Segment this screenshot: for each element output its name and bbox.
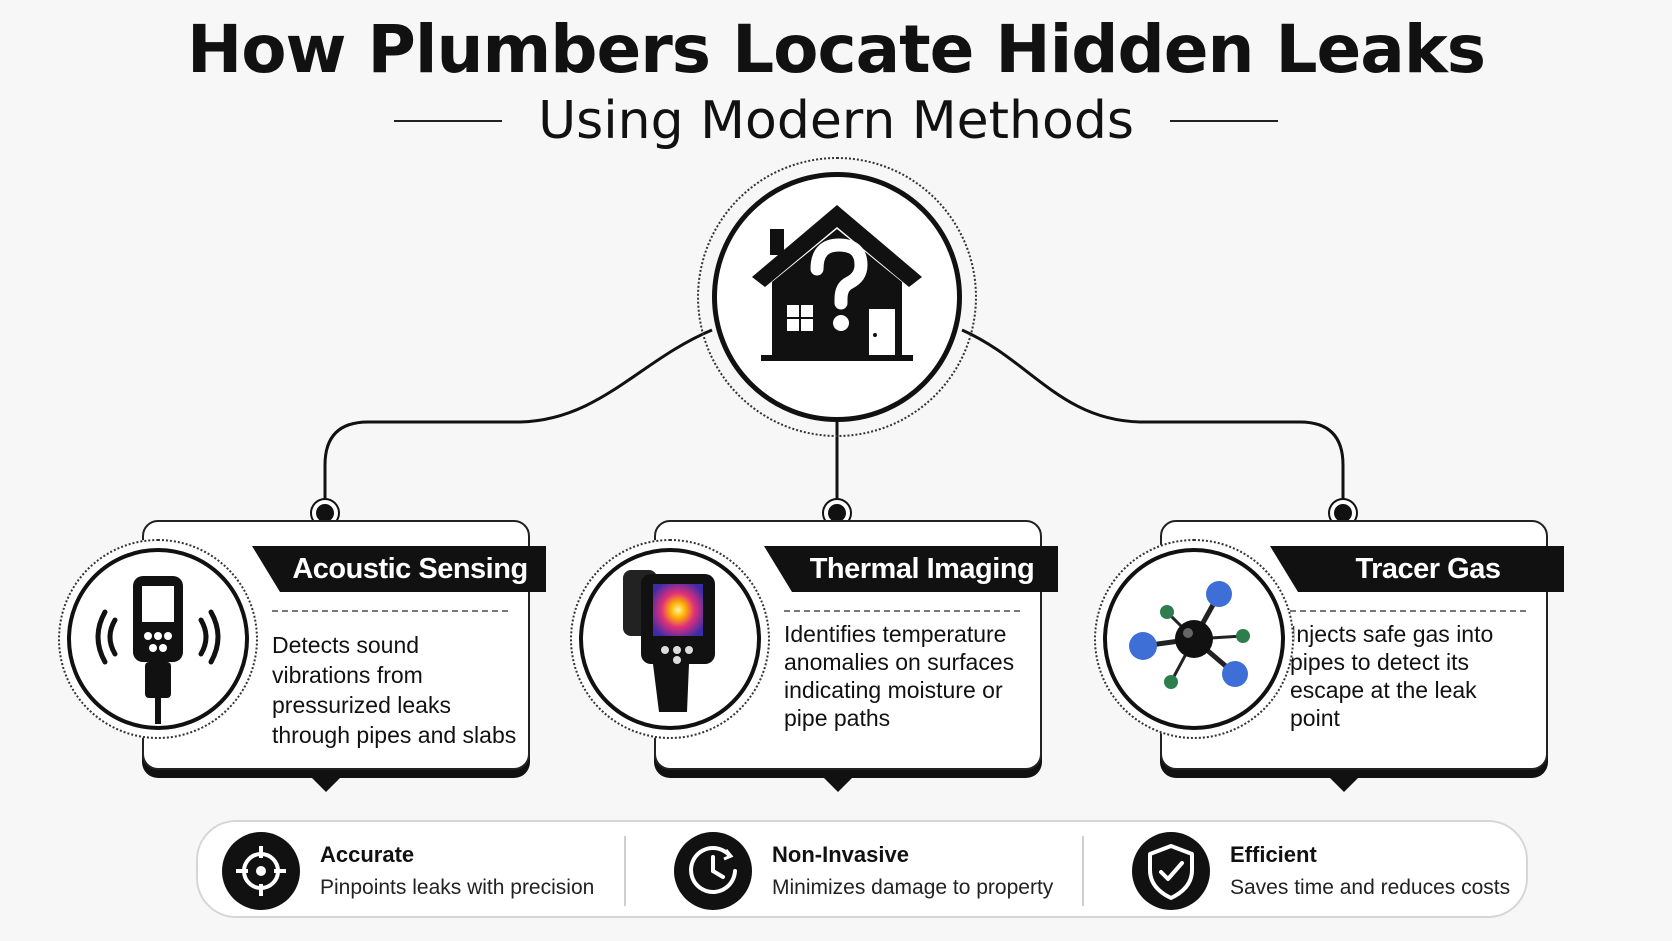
house-question-icon [752,205,922,361]
method-description-thermal: Identifies temperature anomalies on surf… [784,621,1015,731]
card-pointer [310,776,342,792]
card-pointer [1328,776,1360,792]
benefit-text-non-invasive: Minimizes damage to property [772,876,1054,899]
subtitle-row: Using Modern Methods [0,86,1672,156]
card-pointer [822,776,854,792]
benefit-divider [624,836,626,906]
benefit-icon-circle [222,832,300,910]
method-title-acoustic: Acoustic Sensing [252,546,546,592]
method-icon-circle-acoustic [67,548,249,730]
center-circle [712,172,962,422]
card-divider [1290,610,1526,612]
crosshair-icon [236,846,286,896]
benefit-divider [1082,836,1084,906]
benefit-title-non-invasive: Non-Invasive [772,842,909,867]
benefit-icon-circle [674,832,752,910]
thermal-camera-icon [623,570,715,712]
benefit-title-accurate: Accurate [320,842,415,867]
subtitle-rule-left [394,120,503,122]
benefit-title-efficient: Efficient [1230,842,1317,867]
center-ring [697,157,977,437]
card-divider [272,610,508,612]
method-title-thermal: Thermal Imaging [764,546,1058,592]
acoustic-detector-icon [95,576,221,724]
card-divider [784,610,1020,612]
gas-molecule-icon [1129,581,1250,689]
method-description-tracer: Injects safe gas into pipes to detect it… [1290,621,1494,731]
benefit-text-accurate: Pinpoints leaks with precision [320,876,595,899]
benefit-icon-circle [1132,832,1210,910]
shield-check-icon [1148,844,1194,900]
benefit-text-efficient: Saves time and reduces costs [1230,876,1511,899]
method-title-tracer: Tracer Gas [1270,546,1564,592]
clock-icon [689,845,737,894]
benefits-bar: Accurate Pinpoints leaks with precision … [196,820,1528,918]
page-title: How Plumbers Locate Hidden Leaks [186,11,1486,88]
method-description-acoustic: Detects sound vibrations from pressurize… [272,632,517,748]
subtitle-rule-right [1169,120,1278,122]
method-icon-circle-thermal [579,548,761,730]
page-subtitle: Using Modern Methods [538,91,1134,151]
method-icon-circle-tracer [1103,548,1285,730]
